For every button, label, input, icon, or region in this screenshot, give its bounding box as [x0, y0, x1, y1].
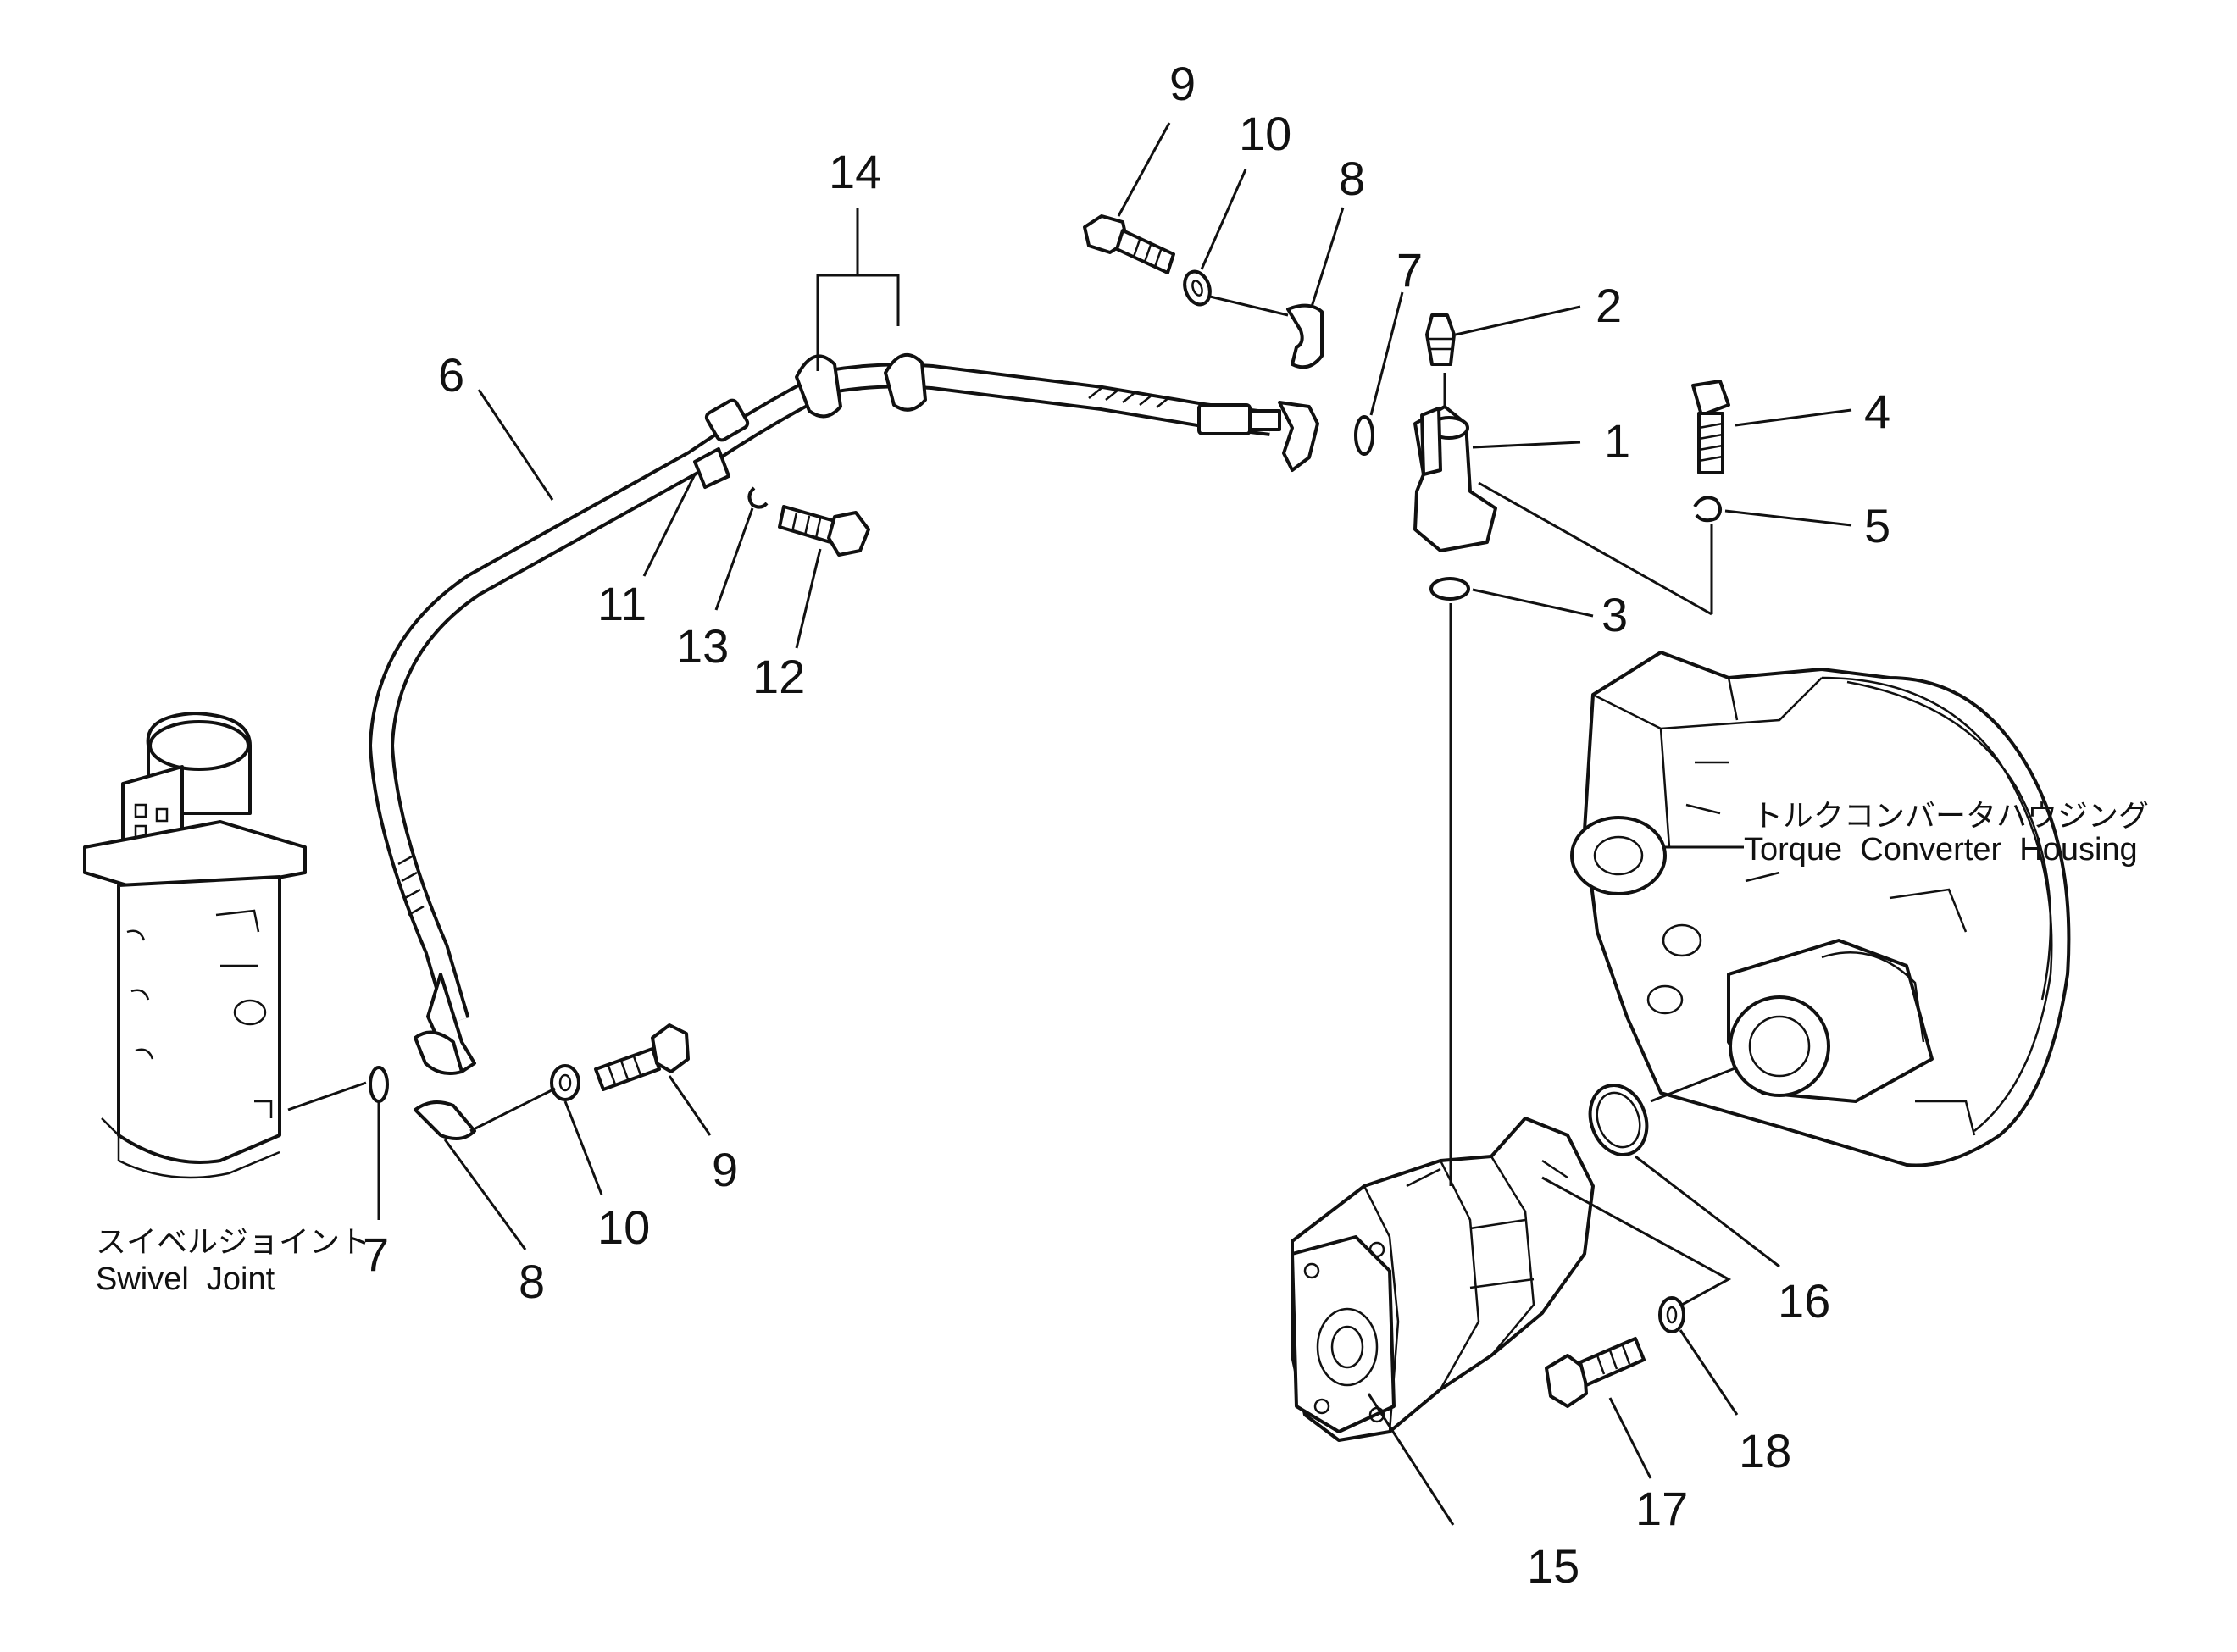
callout-numbers: 1 2 3 4 5 6 7 8 9 10 11 12 13 14 15 16 1…	[363, 57, 1890, 1593]
washer-18	[1658, 1296, 1685, 1333]
hydraulic-pump	[1291, 1117, 1595, 1442]
callout-3: 3	[1601, 588, 1628, 641]
callout-18: 18	[1739, 1424, 1791, 1477]
callout-14: 14	[829, 145, 881, 198]
bolt-17	[1545, 1337, 1646, 1408]
leader-lines	[287, 122, 1852, 1526]
o-ring-16	[1588, 1084, 1649, 1156]
callout-1: 1	[1604, 414, 1630, 468]
callout-4: 4	[1864, 385, 1890, 438]
callout-9-lower: 9	[712, 1143, 738, 1196]
callout-6: 6	[438, 348, 464, 402]
callout-10-lower: 10	[597, 1200, 650, 1254]
callout-16: 16	[1778, 1274, 1830, 1328]
callout-13: 13	[676, 619, 729, 673]
torque-housing-label-jp: トルクコンバータハウジング	[1752, 798, 2149, 833]
swivel-joint-label-jp: スイベルジョイント	[96, 1224, 370, 1259]
callout-11: 11	[597, 577, 647, 630]
callout-8: 8	[1339, 152, 1365, 205]
upper-fittings	[747, 214, 1730, 601]
hose-assembly	[369, 352, 1319, 1073]
callout-2: 2	[1596, 279, 1622, 332]
callout-15: 15	[1527, 1539, 1579, 1593]
callout-12: 12	[752, 650, 805, 703]
callout-17: 17	[1635, 1482, 1688, 1535]
callout-9: 9	[1169, 57, 1196, 110]
swivel-joint-label-en: Swivel Joint	[96, 1261, 275, 1297]
callout-5: 5	[1864, 499, 1890, 552]
torque-converter-housing	[1570, 651, 2071, 1167]
callout-8-lower: 8	[519, 1255, 545, 1308]
callout-10: 10	[1239, 107, 1291, 160]
lower-left-fittings	[369, 1023, 690, 1140]
part-labels: スイベルジョイント Swivel Joint トルクコンバータハウジング Tor…	[96, 798, 2149, 1297]
callout-7-lower: 7	[363, 1228, 389, 1281]
callout-7: 7	[1396, 243, 1423, 297]
torque-housing-label-en: Torque Converter Housing	[1744, 832, 2138, 868]
swivel-joint	[83, 712, 307, 1179]
